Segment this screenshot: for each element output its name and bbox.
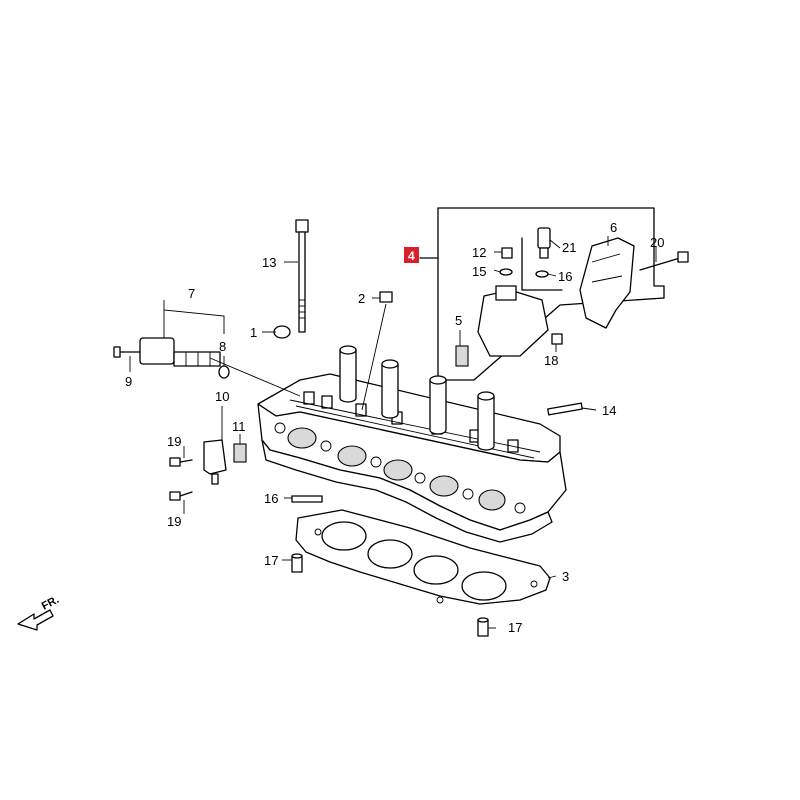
front-direction-marker: FR. bbox=[17, 594, 61, 631]
head-gasket bbox=[295, 509, 551, 605]
sensor-10 bbox=[203, 439, 227, 485]
callout-2: 2 bbox=[358, 291, 365, 306]
o-ring-8 bbox=[218, 365, 230, 379]
dowel-pin-17-left bbox=[291, 553, 303, 573]
dowel-pin-17-right bbox=[477, 617, 489, 637]
callout-17-left: 17 bbox=[264, 553, 278, 568]
callout-8: 8 bbox=[219, 339, 226, 354]
stud-bolt-14 bbox=[547, 402, 583, 416]
front-marker-label: FR. bbox=[40, 594, 61, 613]
bolt-20 bbox=[639, 251, 689, 271]
head-bolt-13 bbox=[295, 219, 309, 333]
cap-1 bbox=[273, 325, 291, 339]
callout-19-upper: 19 bbox=[167, 434, 181, 449]
spark-plug-tubes bbox=[339, 345, 495, 451]
callout-14: 14 bbox=[602, 403, 616, 418]
callout-3: 3 bbox=[562, 569, 569, 584]
callout-20: 20 bbox=[650, 235, 664, 250]
bracket-6 bbox=[579, 237, 635, 329]
filter-11 bbox=[233, 443, 247, 463]
callout-15: 15 bbox=[472, 264, 486, 279]
callout-13: 13 bbox=[262, 255, 276, 270]
pressure-switch-21 bbox=[537, 227, 551, 259]
spool-valve-body bbox=[477, 285, 549, 357]
callout-1: 1 bbox=[250, 325, 257, 340]
callout-17-right: 17 bbox=[508, 620, 522, 635]
callout-9: 9 bbox=[125, 374, 132, 389]
bolt-19-upper bbox=[169, 457, 193, 467]
callout-12: 12 bbox=[472, 245, 486, 260]
callout-21: 21 bbox=[562, 240, 576, 255]
washer-16 bbox=[535, 270, 549, 278]
bolt-9 bbox=[113, 346, 141, 358]
callout-4: 4 bbox=[408, 249, 415, 263]
cylinder-head bbox=[257, 345, 567, 543]
callout-19-lower: 19 bbox=[167, 514, 181, 529]
clip-2 bbox=[379, 291, 393, 303]
oil-control-valve-7 bbox=[139, 337, 221, 367]
callout-5: 5 bbox=[455, 313, 462, 328]
filter-5 bbox=[455, 345, 469, 367]
callout-4-highlight: 4 bbox=[404, 247, 419, 263]
callout-16-left: 16 bbox=[264, 491, 278, 506]
bolt-19-lower bbox=[169, 491, 193, 501]
callout-7: 7 bbox=[188, 286, 195, 301]
bolt-18 bbox=[551, 333, 563, 345]
callout-10: 10 bbox=[215, 389, 229, 404]
assembly-4-bracket bbox=[419, 207, 665, 381]
callout-11: 11 bbox=[232, 419, 246, 434]
callout-18: 18 bbox=[544, 353, 558, 368]
leader-lines bbox=[129, 236, 657, 629]
callout-labels: 13 1 2 7 8 9 10 11 19 19 16 17 17 3 14 5… bbox=[125, 220, 664, 635]
callout-16-right: 16 bbox=[558, 269, 572, 284]
stud-bolt-16 bbox=[291, 495, 323, 503]
washer-15 bbox=[499, 268, 513, 276]
callout-6: 6 bbox=[610, 220, 617, 235]
callout-4-box bbox=[404, 247, 419, 263]
bolt-12 bbox=[501, 247, 513, 259]
